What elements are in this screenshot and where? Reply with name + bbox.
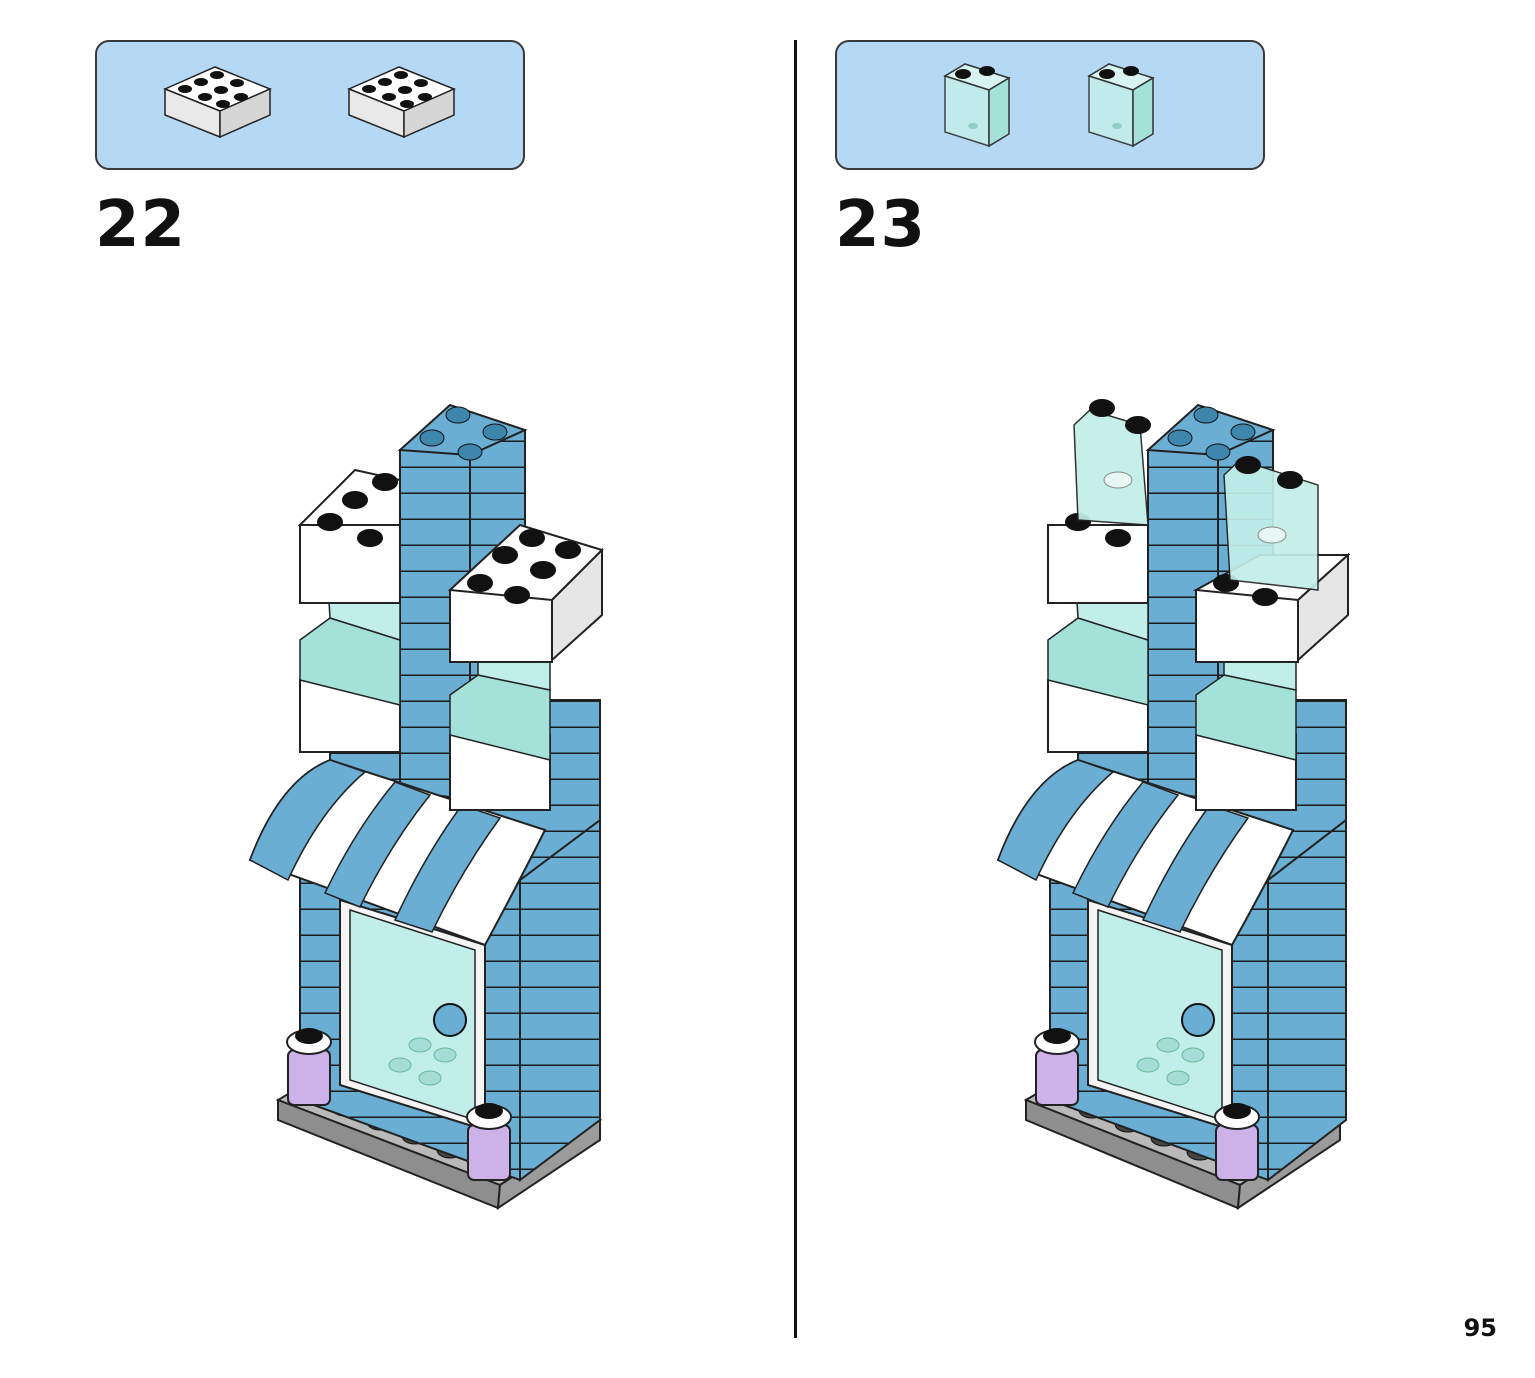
trans-clear-panel-added <box>1223 456 1319 591</box>
step-number: 22 <box>95 188 187 262</box>
side-wall <box>519 818 601 1182</box>
lavender-jar <box>286 1028 332 1106</box>
left-window-stack <box>1047 513 1149 753</box>
page-divider <box>794 40 797 1338</box>
side-wall <box>1267 817 1347 1183</box>
trans-clear-panel-added <box>1073 399 1151 526</box>
left-window-stack <box>297 468 401 753</box>
parts-callout-box <box>95 40 525 170</box>
step-23: 23 <box>740 0 1480 1378</box>
right-window-stack <box>447 523 604 811</box>
door <box>339 898 486 1132</box>
lavender-jar <box>1034 1028 1080 1106</box>
step-number: 23 <box>835 188 927 262</box>
parts-callout-box <box>835 40 1265 170</box>
step-22-model-illustration <box>248 403 604 1210</box>
step-23-model-illustration <box>996 399 1351 1210</box>
lavender-jar <box>466 1103 512 1181</box>
door <box>1087 898 1233 1132</box>
step-22: 22 <box>0 0 740 1378</box>
page-number: 95 <box>1463 1314 1497 1342</box>
lavender-jar <box>1214 1103 1260 1181</box>
